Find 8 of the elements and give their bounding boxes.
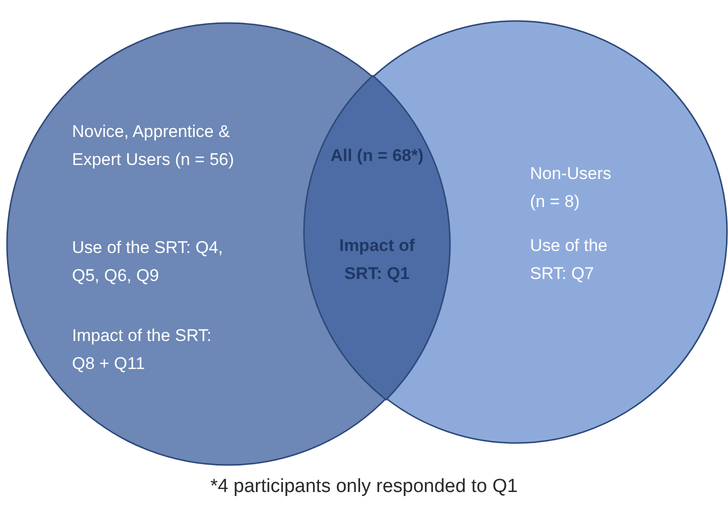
footnote: *4 participants only responded to Q1 [209,476,519,498]
region-text: All (n = 68*) [329,145,425,167]
region-text: Impact of SRT: Q1 [338,235,416,285]
region-text: Use of the SRT: Q4, Q5, Q6, Q9 [72,237,224,287]
region-text: Novice, Apprentice & Expert Users (n = 56) [72,121,236,171]
region-text: Impact of the SRT: Q8 + Q11 [72,325,213,375]
region-text: Non-Users (n = 8) [530,163,612,213]
region-text: Use of the SRT: Q7 [530,235,608,285]
